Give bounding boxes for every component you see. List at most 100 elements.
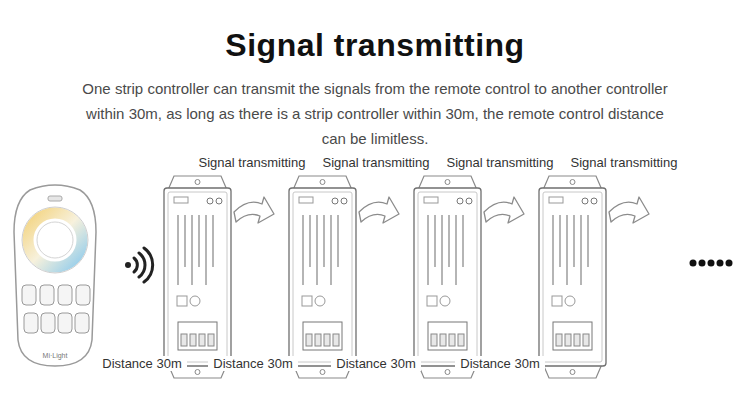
print-line <box>302 215 304 285</box>
remote-led <box>48 196 62 201</box>
brand-mark: Mi·Light <box>35 352 75 359</box>
input-mark <box>174 197 188 203</box>
terminal-screw <box>458 334 464 346</box>
signal-dot <box>125 262 131 268</box>
dot <box>708 260 715 267</box>
button <box>40 285 54 305</box>
print-line <box>441 215 443 285</box>
button <box>75 313 89 333</box>
screw-hole <box>445 370 450 375</box>
print-line <box>559 215 561 267</box>
terminal-screw <box>574 334 580 346</box>
signal-arc <box>139 253 145 277</box>
print-line <box>205 215 207 285</box>
print-line <box>587 215 589 267</box>
dot <box>717 260 724 267</box>
terminal-screw <box>190 334 196 346</box>
terminal-screw <box>583 334 589 346</box>
print-line <box>580 215 582 285</box>
print-line <box>462 215 464 267</box>
print-line <box>552 215 554 285</box>
terminal-screw <box>315 334 321 346</box>
signal-label: Signal transmitting <box>563 155 685 170</box>
distance-label: Distance 30m <box>331 356 421 371</box>
strip-controller <box>289 176 399 378</box>
cert-mark <box>440 296 450 306</box>
screw-hole <box>320 180 325 185</box>
terminal-screw <box>199 334 205 346</box>
print-line <box>316 215 318 285</box>
remote-buttons <box>22 285 90 333</box>
button <box>41 313 55 333</box>
button <box>22 285 36 305</box>
terminal-screw <box>431 334 437 346</box>
wheel-rim <box>22 207 88 273</box>
screw-hole <box>570 180 575 185</box>
print-line <box>177 215 179 285</box>
terminal-screw <box>440 334 446 346</box>
input-mark <box>299 197 313 203</box>
cert-mark <box>177 296 187 306</box>
indicator <box>332 198 338 204</box>
cert-mark <box>565 296 575 306</box>
indicator <box>591 198 597 204</box>
print-line <box>434 215 436 267</box>
terminal-screw <box>306 334 312 346</box>
print-line <box>566 215 568 285</box>
output-terminal <box>178 322 217 350</box>
controller-face <box>418 192 477 362</box>
print-line <box>337 215 339 267</box>
print-line <box>309 215 311 267</box>
input-mark <box>424 197 438 203</box>
cert-mark <box>552 296 562 306</box>
terminal-screw <box>565 334 571 346</box>
print-line <box>448 215 450 267</box>
print-line <box>191 215 193 285</box>
color-wheel <box>28 213 82 267</box>
transmit-arrow <box>484 197 524 223</box>
button <box>58 313 72 333</box>
indicator <box>216 198 222 204</box>
strip-controller <box>164 176 274 378</box>
input-mark <box>549 197 563 203</box>
screw-hole <box>570 370 575 375</box>
title: Signal transmitting <box>125 27 625 64</box>
indicator <box>457 198 463 204</box>
print-line <box>427 215 429 285</box>
terminal-screw <box>333 334 339 346</box>
dot <box>699 260 706 267</box>
controllers <box>164 176 649 378</box>
controller-face <box>293 192 352 362</box>
transmit-arrow <box>359 197 399 223</box>
dot <box>690 260 697 267</box>
wheel-center <box>37 222 73 258</box>
screw-hole <box>195 370 200 375</box>
print-line <box>184 215 186 267</box>
print-line <box>323 215 325 267</box>
terminal-screw <box>556 334 562 346</box>
output-terminal <box>303 322 342 350</box>
controller-face <box>168 192 227 362</box>
cert-mark <box>427 296 437 306</box>
remote-control <box>14 185 96 366</box>
indicator <box>582 198 588 204</box>
controller-body <box>289 188 356 366</box>
button <box>76 285 90 305</box>
terminal-screw <box>208 334 214 346</box>
print-line <box>212 215 214 267</box>
print-line <box>573 215 575 267</box>
cert-mark <box>315 296 325 306</box>
signal-label: Signal transmitting <box>439 155 561 170</box>
controller-face <box>543 192 602 362</box>
screw-hole <box>445 180 450 185</box>
transmit-arrow <box>609 197 649 223</box>
strip-controller <box>414 176 524 378</box>
signal-label: Signal transmitting <box>315 155 437 170</box>
button <box>24 313 38 333</box>
controller-body <box>539 188 606 366</box>
continuation-dots <box>690 260 733 267</box>
indicator <box>207 198 213 204</box>
signal-arc <box>144 248 153 282</box>
cert-mark <box>190 296 200 306</box>
